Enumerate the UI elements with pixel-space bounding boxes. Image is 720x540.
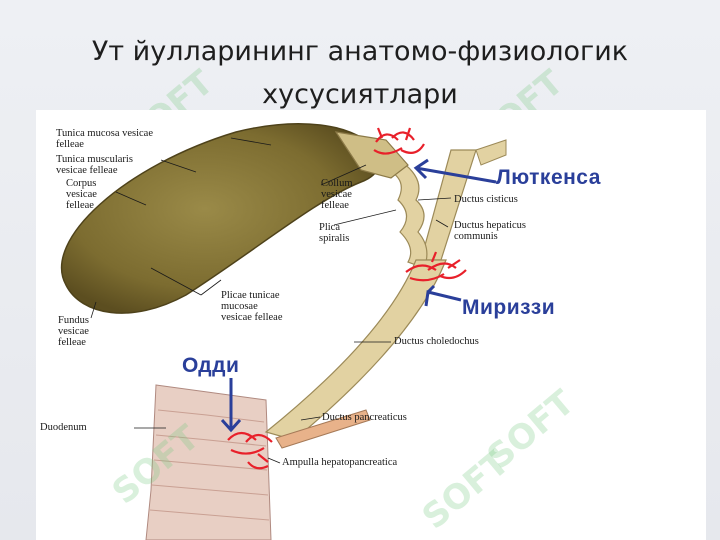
label-ductus-cisticus: Ductus cisticus (454, 194, 518, 205)
label-lutkens: Люткенса (496, 166, 601, 189)
label-tunica-muscularis: Tunica muscularis vesicae felleae (56, 154, 133, 176)
cystic-duct-shape (386, 161, 428, 269)
sphincter-oddi (227, 431, 273, 470)
label-duodenum: Duodenum (40, 422, 87, 433)
duodenum-shape (145, 384, 272, 540)
duodenum-folds (149, 409, 270, 521)
arrow-mirizzi (424, 284, 462, 307)
label-collum: Collum vesicae felleae (321, 178, 353, 211)
sphincter-mirizzi (405, 251, 467, 282)
label-mirizzi: Мириззи (462, 296, 556, 319)
label-ampulla: Ampulla hepatopancreatica (282, 457, 398, 468)
label-oddi: Одди (182, 354, 240, 377)
label-fundus: Fundus vesicae felleae (58, 315, 89, 348)
title-line-2: хусусиятлари (262, 79, 458, 110)
label-ductus-hepaticus: Ductus hepaticus communis (454, 220, 527, 242)
leader-lines (90, 137, 452, 464)
pointer-arrows (220, 158, 497, 433)
label-plica-spiralis: Plica spiralis (319, 222, 350, 244)
label-tunica-mucosa: Tunica mucosa vesicae felleae (56, 128, 154, 150)
arrow-lutkens (413, 158, 497, 184)
label-plicae-tunicae: Plicae tunicae mucosae vesicae felleae (221, 290, 283, 323)
label-corpus: Corpus vesicae felleae (66, 178, 97, 211)
arrow-oddi (220, 378, 242, 433)
pancreatic-duct-shape (275, 409, 371, 449)
slide-title: Ут йулларининг анатомо-физиологик хусуси… (40, 30, 680, 116)
anatomy-figure: Tunica mucosa vesicae felleae Tunica mus… (36, 110, 706, 540)
sphincter-lutkens (373, 127, 425, 155)
label-ductus-pancreaticus: Ductus pancreaticus (322, 412, 407, 423)
label-ductus-choledochus: Ductus choledochus (394, 336, 479, 347)
title-line-1: Ут йулларининг анатомо-физиологик (91, 36, 629, 67)
gallbladder-shape (60, 123, 381, 314)
hepatic-duct-shape (420, 149, 477, 261)
biliary-diagram (60, 123, 507, 540)
